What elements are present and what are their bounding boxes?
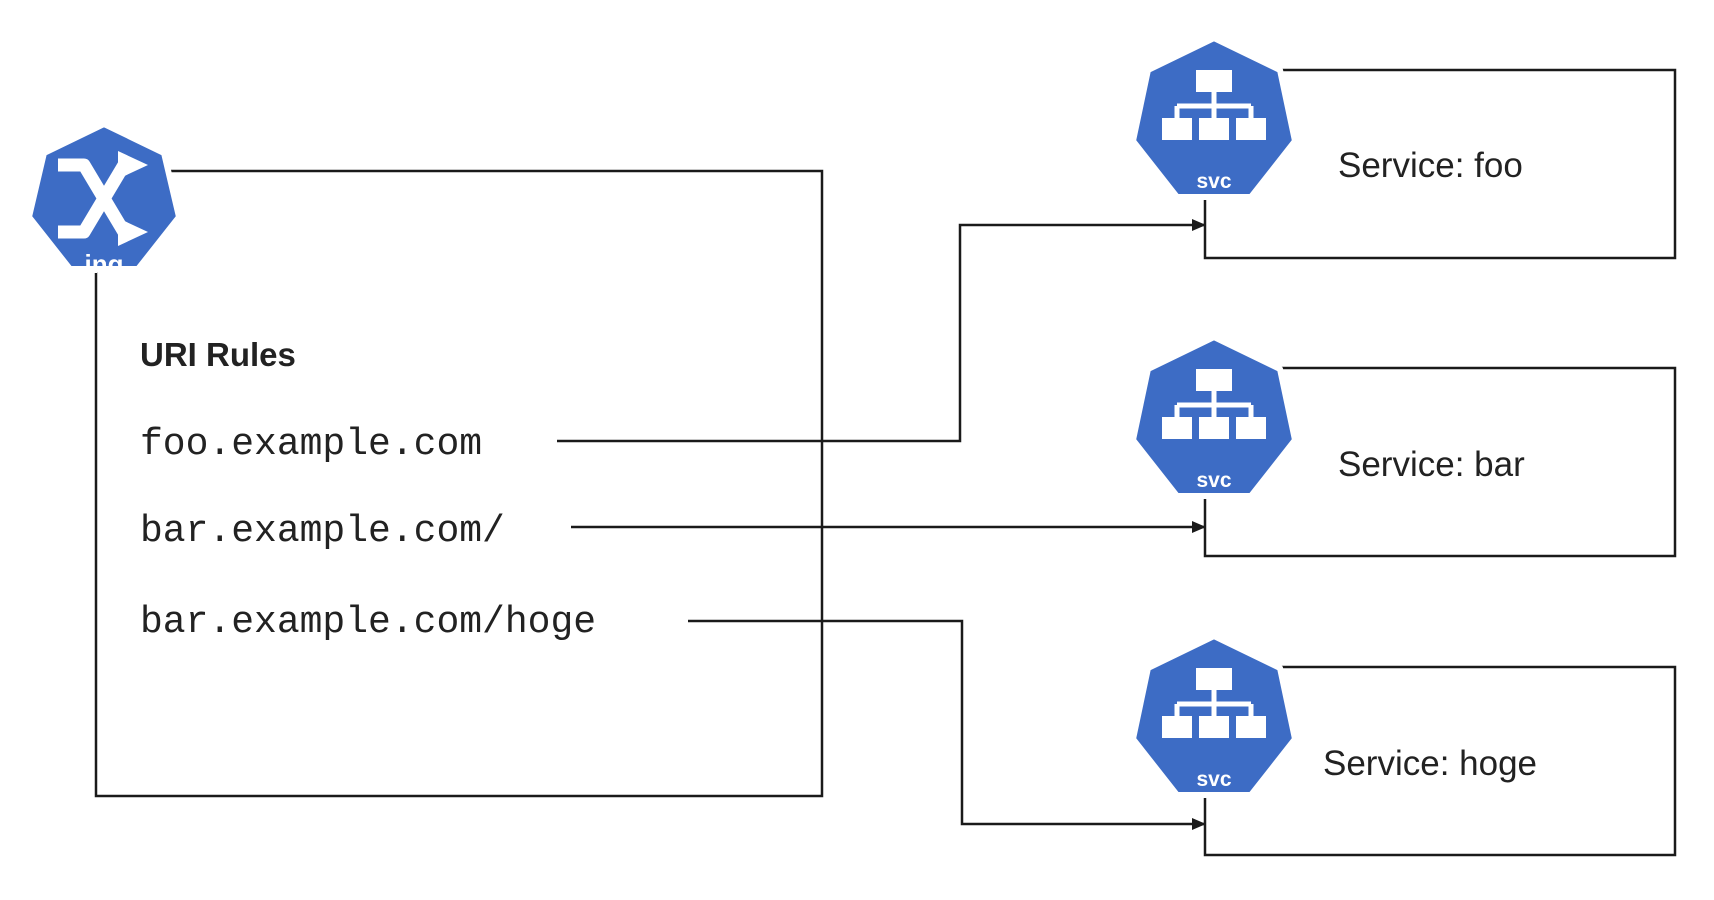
route-hoge-connector [688, 619, 1206, 830]
uri-rules-title: URI Rules [140, 336, 296, 373]
uri-rule-bar-root: bar.example.com/ [140, 510, 505, 553]
uri-rule-foo: foo.example.com [140, 423, 482, 466]
service-bar-icon: svc [1130, 334, 1298, 499]
uri-rule-bar-hoge: bar.example.com/hoge [140, 601, 596, 644]
ingress-shuffle-icon: ing [26, 121, 182, 279]
service-hoge-icon: svc [1130, 633, 1298, 798]
service-hoge-label: Service: hoge [1323, 744, 1537, 783]
uri-rules-frame [94, 169, 824, 798]
service-hoge-badge: svc [1196, 768, 1231, 791]
service-bar-badge: svc [1196, 469, 1231, 492]
service-foo-badge: svc [1196, 170, 1231, 193]
service-foo-icon: svc [1130, 35, 1298, 200]
route-foo-connector [557, 219, 1206, 443]
service-bar-label: Service: bar [1338, 445, 1525, 484]
service-foo-label: Service: foo [1338, 146, 1523, 185]
ingress-badge-label: ing [85, 249, 124, 279]
